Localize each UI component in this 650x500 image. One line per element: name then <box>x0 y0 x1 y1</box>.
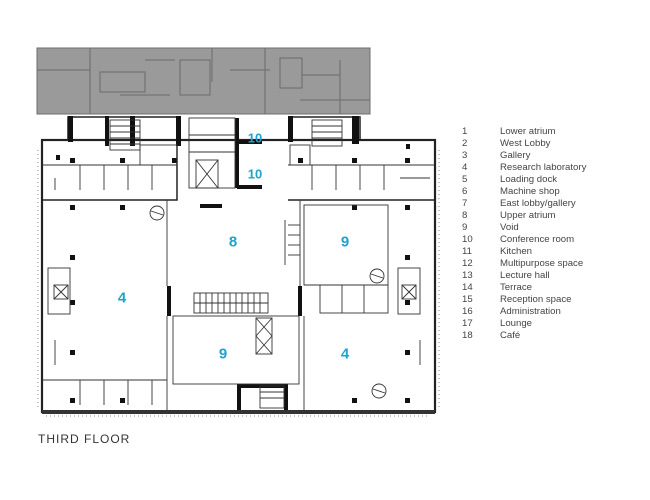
legend-room-name: Multipurpose space <box>500 258 584 269</box>
legend-room-name: Administration <box>500 306 561 317</box>
legend-number: 12 <box>462 258 473 269</box>
column-markers <box>70 158 410 403</box>
legend-row: 6 Machine shop <box>462 186 642 198</box>
legend-row: 4 Research laboratory <box>462 162 642 174</box>
legend-row: 17 Lounge <box>462 318 642 330</box>
legend-number: 11 <box>462 246 472 257</box>
room-label-void-center: 9 <box>218 345 228 363</box>
legend-number: 14 <box>462 282 473 293</box>
legend-row: 2 West Lobby <box>462 138 642 150</box>
interior-partitions <box>42 117 435 412</box>
legend-room-name: Terrace <box>500 282 532 293</box>
legend-number: 15 <box>462 294 473 305</box>
legend-row: 14 Terrace <box>462 282 642 294</box>
legend-room-name: Machine shop <box>500 186 560 197</box>
legend-row: 12 Multipurpose space <box>462 258 642 270</box>
legend-room-name: Reception space <box>500 294 572 305</box>
legend-row: 16 Administration <box>462 306 642 318</box>
room-legend: 1 Lower atrium 2 West Lobby 3 Gallery 4 Researc… <box>462 126 642 342</box>
legend-room-name: Lecture hall <box>500 270 550 281</box>
legend-room-name: Research laboratory <box>500 162 587 173</box>
legend-room-name: West Lobby <box>500 138 551 149</box>
legend-number: 4 <box>462 162 468 173</box>
legend-row: 8 Upper atrium <box>462 210 642 222</box>
legend-number: 9 <box>462 222 468 233</box>
legend-room-name: Conference room <box>500 234 575 245</box>
legend-number: 18 <box>462 330 473 341</box>
room-label-void-east: 9 <box>340 233 350 251</box>
legend-row: 3 Gallery <box>462 150 642 162</box>
legend-room-name: Lower atrium <box>500 126 556 137</box>
legend-room-name: Loading dock <box>500 174 558 185</box>
legend-room-name: East lobby/gallery <box>500 198 576 209</box>
room-label-lab-west: 4 <box>117 289 127 307</box>
legend-number: 5 <box>462 174 468 185</box>
legend-row: 9 Void <box>462 222 642 234</box>
room-label-upper-atrium: 8 <box>228 233 238 251</box>
room-label-conference-a: 10 <box>247 130 263 146</box>
upper-floor-block <box>36 47 371 115</box>
legend-number: 7 <box>462 198 468 209</box>
legend-room-name: Café <box>500 330 521 341</box>
legend-row: 18 Café <box>462 330 642 342</box>
legend-row: 15 Reception space <box>462 294 642 306</box>
legend-number: 3 <box>462 150 468 161</box>
legend-number: 17 <box>462 318 473 329</box>
legend-row: 10 Conference room <box>462 234 642 246</box>
legend-number: 13 <box>462 270 473 281</box>
legend-number: 6 <box>462 186 468 197</box>
legend-room-name: Gallery <box>500 150 531 161</box>
perimeter-dotted-edge <box>37 150 440 417</box>
room-label-lab-east: 4 <box>340 345 350 363</box>
legend-row: 7 East lobby/gallery <box>462 198 642 210</box>
legend-room-name: Upper atrium <box>500 210 556 221</box>
legend-number: 2 <box>462 138 468 149</box>
legend-room-name: Kitchen <box>500 246 532 257</box>
legend-row: 11 Kitchen <box>462 246 642 258</box>
legend-number: 1 <box>462 126 468 137</box>
legend-number: 10 <box>462 234 473 245</box>
legend-room-name: Void <box>500 222 519 233</box>
floor-title: THIRD FLOOR <box>38 432 131 446</box>
legend-row: 13 Lecture hall <box>462 270 642 282</box>
legend-row: 5 Loading dock <box>462 174 642 186</box>
legend-number: 8 <box>462 210 468 221</box>
legend-number: 16 <box>462 306 473 317</box>
legend-row: 1 Lower atrium <box>462 126 642 138</box>
legend-room-name: Lounge <box>500 318 533 329</box>
room-label-conference-b: 10 <box>247 166 263 182</box>
